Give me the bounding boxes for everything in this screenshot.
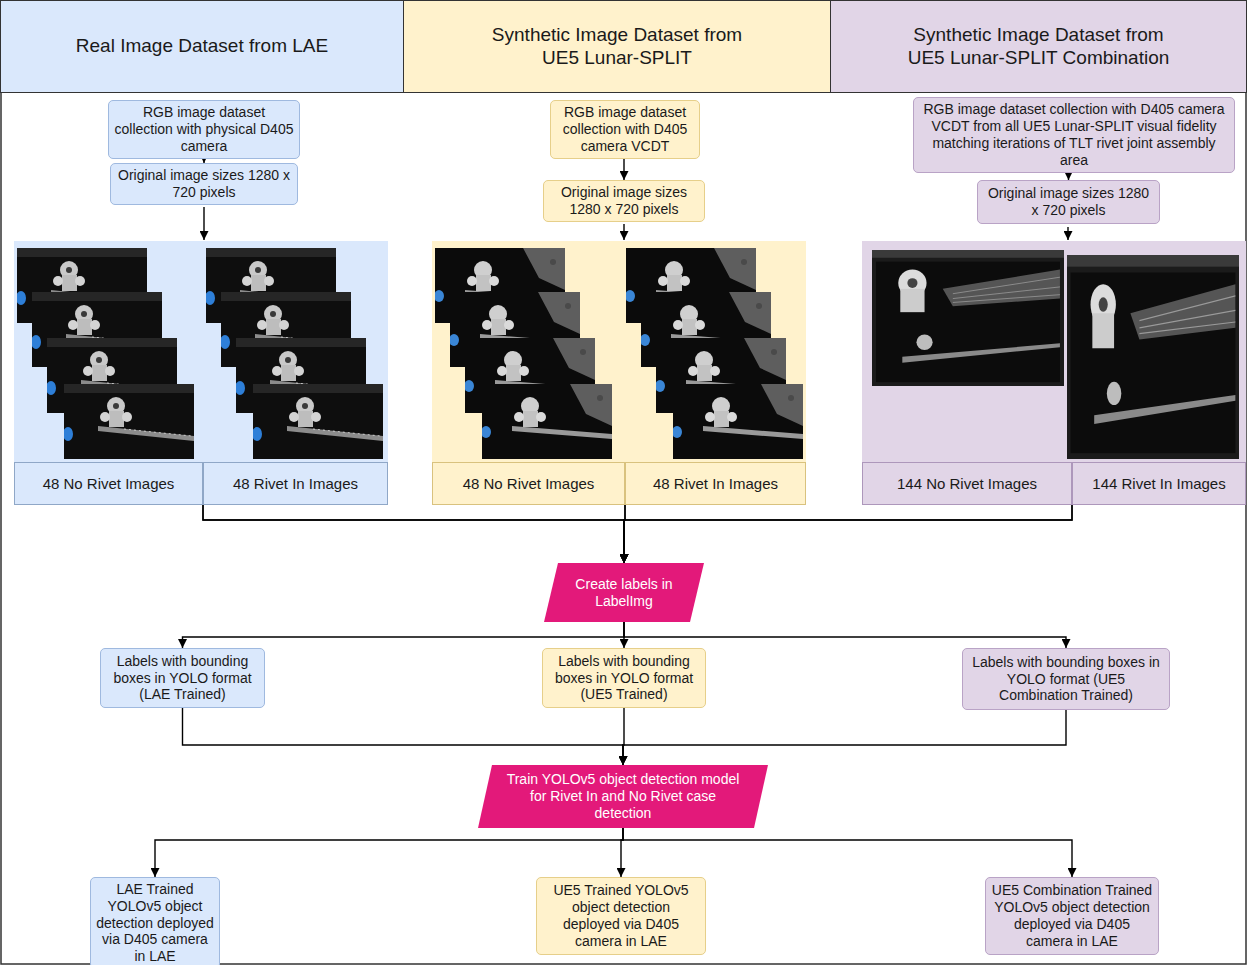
connector-arrow <box>183 622 625 648</box>
connector-arrow <box>624 505 1072 563</box>
process-box: UE5 Trained YOLOv5 object detection depl… <box>536 877 706 955</box>
process-box: Original image sizes 1280 x 720 pixels <box>543 180 705 222</box>
node-text: 48 No Rivet Images <box>463 475 595 493</box>
parallelogram-shape <box>478 765 768 828</box>
process-box: RGB image dataset collection with D405 c… <box>550 100 700 159</box>
process-parallelogram: Train YOLOv5 object detection model for … <box>478 765 768 828</box>
process-box: Labels with bounding boxes in YOLO forma… <box>962 648 1170 710</box>
screenshot-thumbnail <box>1067 255 1239 459</box>
process-box: RGB image dataset collection with physic… <box>108 100 300 159</box>
node-text: Real Image Dataset from LAE <box>76 35 328 58</box>
image-count-cell: 48 Rivet In Images <box>203 462 388 505</box>
process-box: UE5 Combination Trained YOLOv5 object de… <box>985 877 1159 955</box>
image-panel <box>432 241 806 505</box>
node-text: Labels with bounding boxes in YOLO forma… <box>106 653 259 703</box>
node-text: UE5 Combination Trained YOLOv5 object de… <box>991 882 1153 949</box>
node-text: RGB image dataset collection with D405 c… <box>919 101 1229 168</box>
process-box: Labels with bounding boxes in YOLO forma… <box>100 648 265 708</box>
parallelogram-shape <box>544 563 704 622</box>
image-thumbnail <box>672 384 803 459</box>
node-text: RGB image dataset collection with physic… <box>114 104 294 154</box>
screenshot-thumbnail <box>872 250 1064 386</box>
node-text: 48 No Rivet Images <box>43 475 175 493</box>
process-parallelogram: Create labels in LabelImg <box>544 563 704 622</box>
connector-arrow <box>155 828 623 877</box>
connector-arrow <box>624 505 1072 563</box>
column-header: Real Image Dataset from LAE <box>0 0 404 93</box>
flow-arrow <box>623 224 624 240</box>
image-count-cell: 48 No Rivet Images <box>14 462 203 505</box>
connector-arrow <box>203 505 624 563</box>
flow-arrow <box>1067 227 1068 240</box>
image-thumbnail <box>481 384 612 459</box>
node-text: Original image sizes 1280 x 720 pixels <box>983 185 1154 219</box>
node-text: Labels with bounding boxes in YOLO forma… <box>968 654 1164 704</box>
node-text: LAE Trained YOLOv5 object detection depl… <box>96 881 214 965</box>
image-thumbnail <box>252 384 383 459</box>
node-text: Labels with bounding boxes in YOLO forma… <box>548 653 700 703</box>
image-count-cell: 144 No Rivet Images <box>862 462 1072 505</box>
node-text: Original image sizes 1280 x 720 pixels <box>549 184 699 218</box>
connector-arrow <box>1068 173 1069 180</box>
connector-arrow <box>624 622 1066 648</box>
node-text: UE5 Trained YOLOv5 object detection depl… <box>542 882 700 949</box>
image-panel <box>14 241 388 505</box>
process-box: Original image sizes 1280 x 720 pixels <box>110 163 298 205</box>
node-text: Synthetic Image Dataset from UE5 Lunar-S… <box>474 24 760 70</box>
column-header: Synthetic Image Dataset from UE5 Lunar-S… <box>403 0 831 93</box>
image-count-cell: 48 No Rivet Images <box>432 462 625 505</box>
node-text: Synthetic Image Dataset from UE5 Lunar-S… <box>901 24 1176 70</box>
image-count-cell: 144 Rivet In Images <box>1072 462 1246 505</box>
node-text: Original image sizes 1280 x 720 pixels <box>116 167 292 201</box>
process-box: Labels with bounding boxes in YOLO forma… <box>542 648 706 708</box>
node-text: RGB image dataset collection with D405 c… <box>556 104 694 154</box>
connector-arrow <box>203 505 624 563</box>
image-thumbnail <box>63 384 194 459</box>
image-count-cell: 48 Rivet In Images <box>625 462 806 505</box>
column-header: Synthetic Image Dataset from UE5 Lunar-S… <box>830 0 1247 93</box>
flow-arrow <box>203 207 204 240</box>
connector-arrow <box>183 708 624 765</box>
connector-arrow <box>623 159 624 180</box>
node-text: Train YOLOv5 object detection model for … <box>500 771 746 821</box>
node-text: 48 Rivet In Images <box>233 475 358 493</box>
process-box: LAE Trained YOLOv5 object detection depl… <box>90 877 220 965</box>
node-text: 144 No Rivet Images <box>897 475 1037 493</box>
connector-arrow <box>623 828 1072 877</box>
node-text: Create labels in LabelImg <box>566 576 682 610</box>
image-panel <box>862 241 1246 505</box>
process-box: RGB image dataset collection with D405 c… <box>913 97 1235 173</box>
process-box: Original image sizes 1280 x 720 pixels <box>977 180 1160 224</box>
connector-arrow <box>623 710 1066 765</box>
node-text: 48 Rivet In Images <box>653 475 778 493</box>
node-text: 144 Rivet In Images <box>1092 475 1225 493</box>
